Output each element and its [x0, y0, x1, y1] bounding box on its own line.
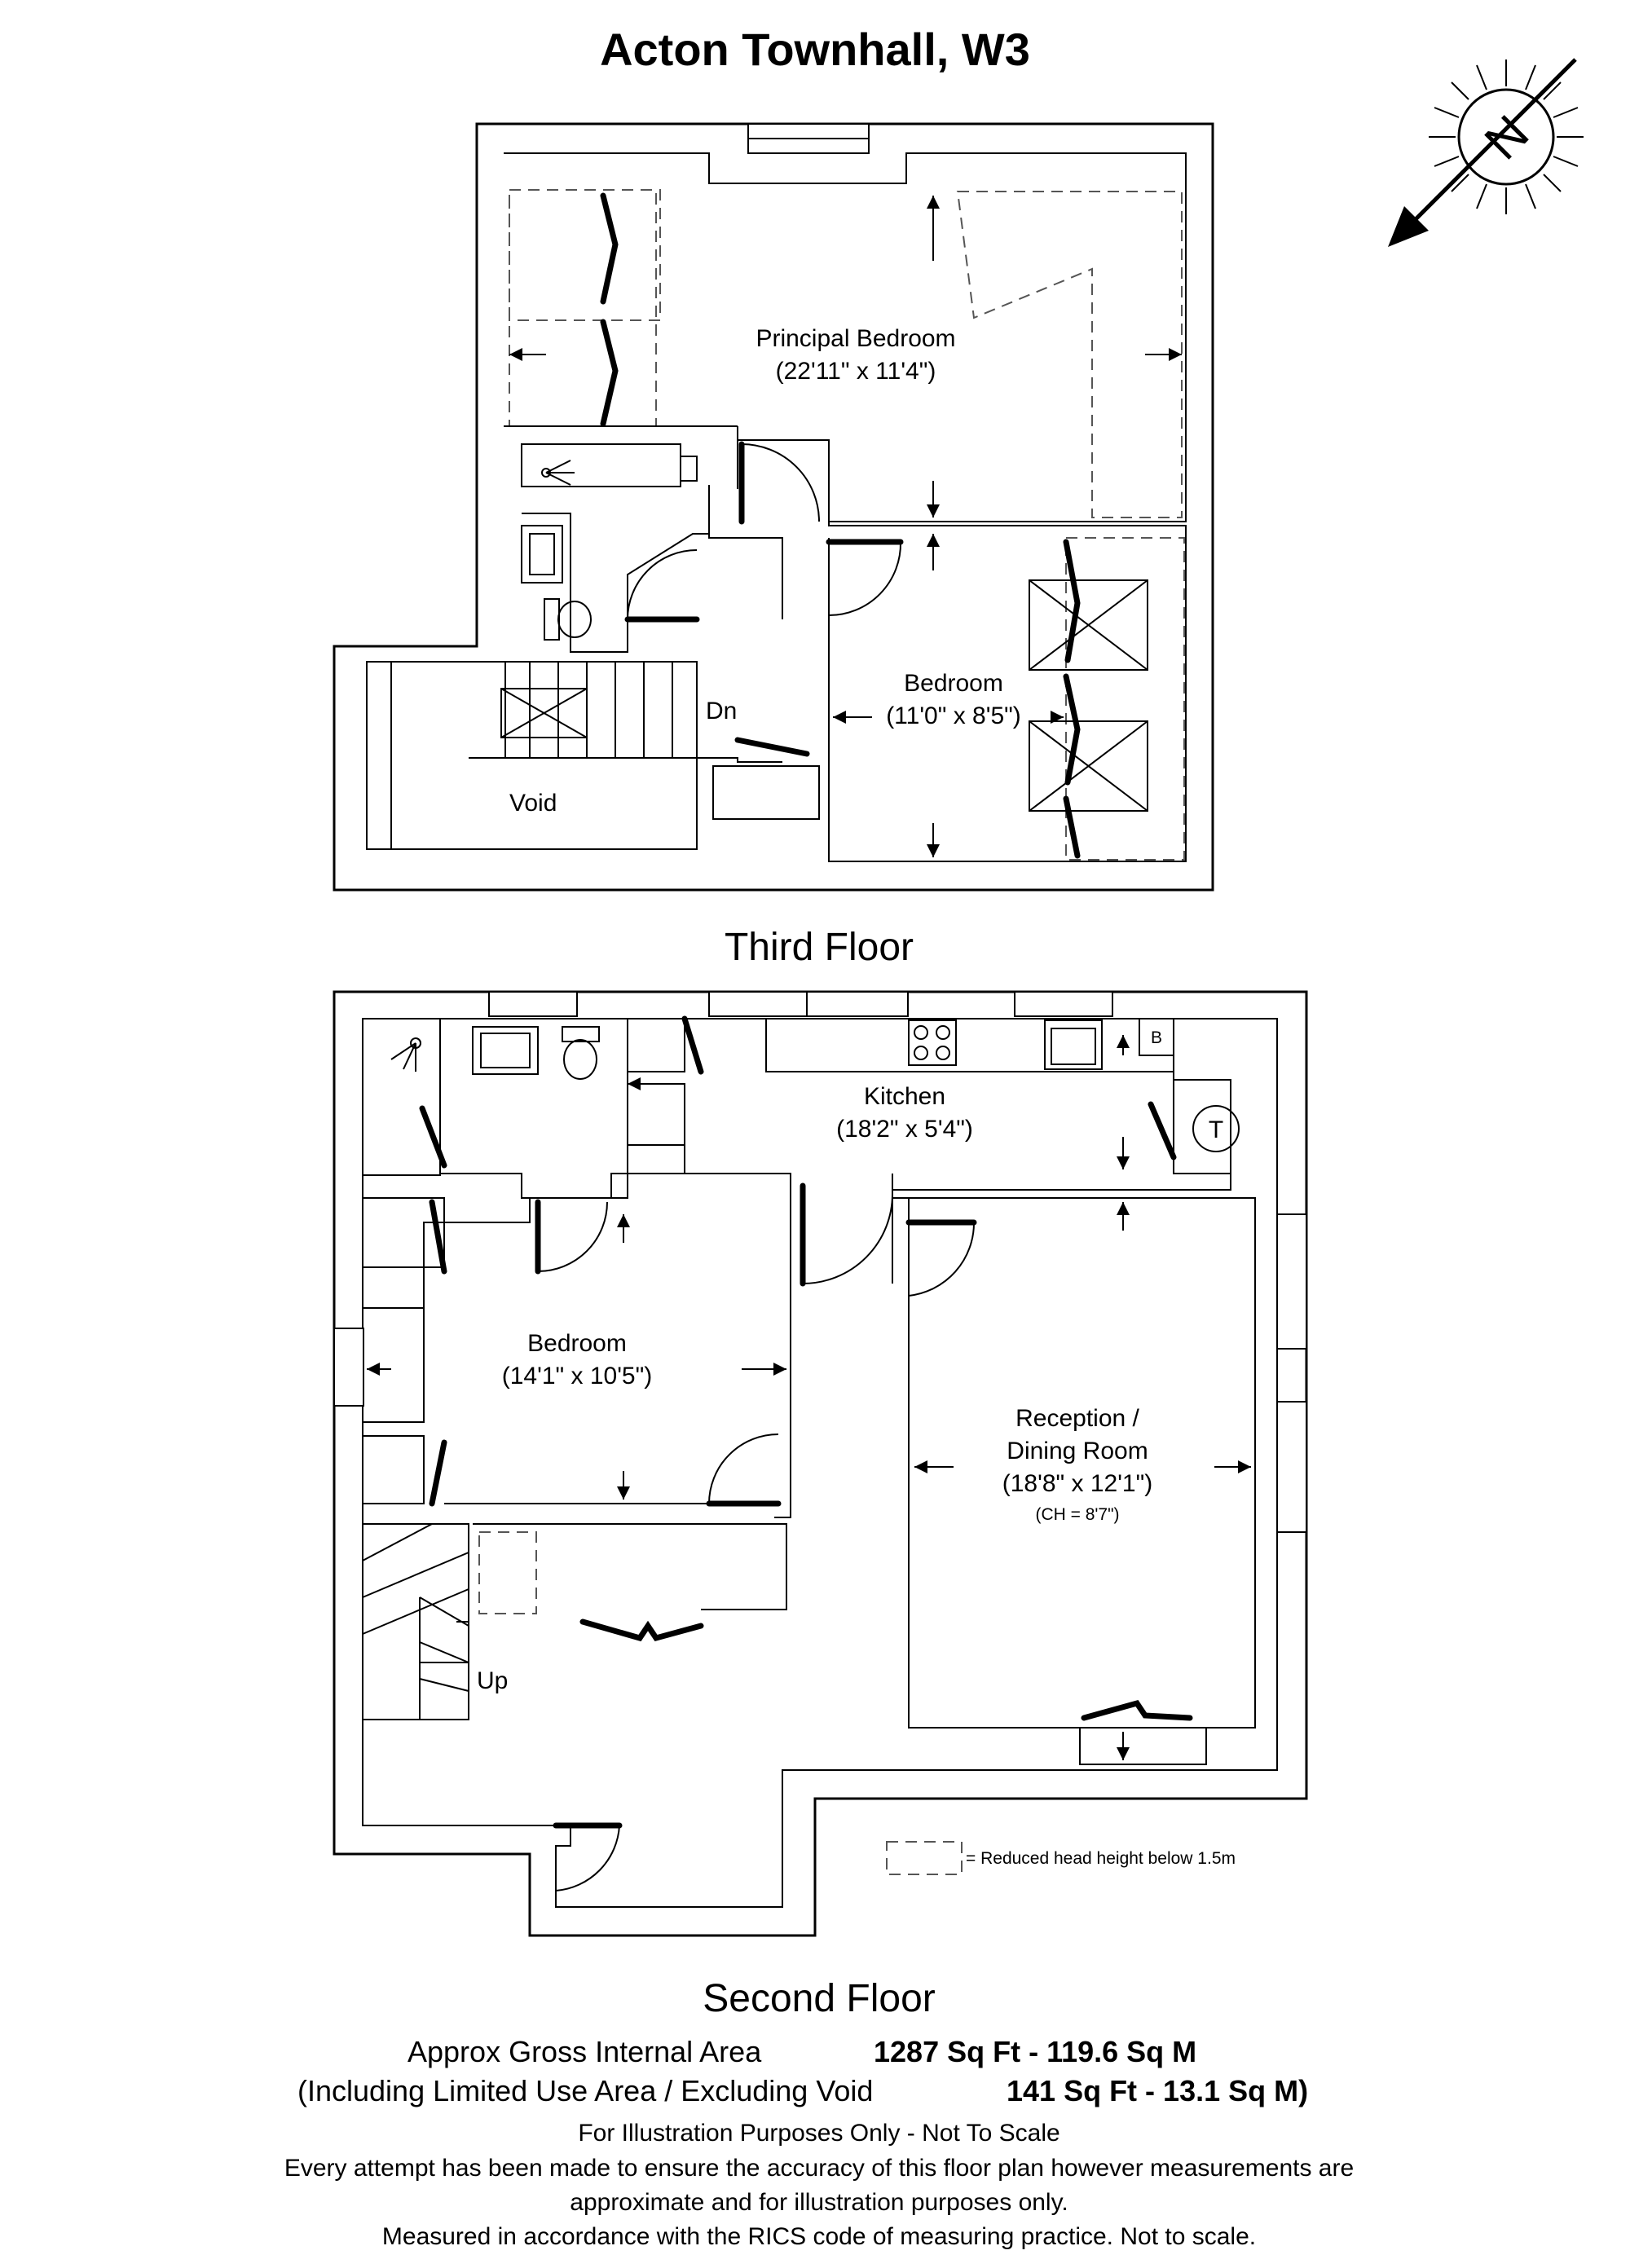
hob-icon [908, 1019, 957, 1066]
disclaimer-line2: Every attempt has been made to ensure th… [284, 2155, 1354, 2182]
third-floor-plan: Principal Bedroom (22'11" x 11'4") Bedro… [333, 122, 1214, 892]
disclaimer-line4: Measured in accordance with the RICS cod… [382, 2223, 1256, 2250]
shower-head-icon [541, 460, 575, 486]
toilet-icon-2 [562, 1026, 600, 1080]
stairs-up-label: Up [477, 1667, 508, 1694]
third-bedroom-dims: (11'0" x 8'5") [886, 702, 1021, 729]
boiler-label: B [1151, 1028, 1162, 1047]
boiler-box [1139, 1018, 1174, 1056]
disclaimer-line1: For Illustration Purposes Only - Not To … [578, 2120, 1060, 2147]
kitchen-label: Kitchen [864, 1083, 945, 1110]
second-bedroom-label: Bedroom [527, 1330, 627, 1357]
reception-dims: (18'8" x 12'1") [1002, 1470, 1153, 1497]
kitchen-dims: (18'2" x 5'4") [836, 1116, 973, 1143]
void-label: Void [509, 790, 557, 817]
disclaimer-line3: approximate and for illustration purpose… [570, 2189, 1068, 2216]
reception-label-2: Dining Room [1007, 1438, 1148, 1464]
principal-bedroom-dims: (22'11" x 11'4") [776, 358, 936, 385]
compass-letter: N [1474, 105, 1540, 170]
reception-label-1: Reception / [1015, 1405, 1139, 1432]
legend-swatch [886, 1841, 963, 1875]
second-floor-title: Second Floor [703, 1977, 936, 2020]
second-bedroom-dims: (14'1" x 10'5") [502, 1363, 653, 1389]
area-line2-label: (Including Limited Use Area / Excluding … [297, 2074, 873, 2107]
area-line2-value: 141 Sq Ft - 13.1 Sq M) [1007, 2074, 1308, 2107]
third-floor-title: Third Floor [725, 926, 914, 969]
shower-head-icon-2 [390, 1037, 421, 1072]
second-floor-plan: B T [333, 990, 1308, 1937]
kitchen-sink-icon [1044, 1019, 1103, 1070]
staircase [366, 661, 698, 850]
toilet-icon [544, 598, 592, 641]
tank-label: T [1209, 1116, 1223, 1143]
tank-icon [1192, 1105, 1240, 1152]
north-compass-icon: N [1388, 58, 1584, 247]
area-line1-value: 1287 Sq Ft - 119.6 Sq M [874, 2035, 1196, 2068]
sink-icon [521, 525, 563, 584]
reception-ceiling-height: (CH = 8'7") [1035, 1505, 1119, 1524]
staircase-up [362, 1523, 469, 1720]
principal-bedroom-label: Principal Bedroom [756, 325, 955, 352]
area-line1-label: Approx Gross Internal Area [408, 2035, 762, 2068]
sink-icon-2 [472, 1026, 539, 1075]
legend-text: = Reduced head height below 1.5m [966, 1849, 1236, 1868]
stairs-down-label: Dn [706, 698, 737, 724]
third-bedroom-label: Bedroom [904, 670, 1003, 697]
page-title: Acton Townhall, W3 [600, 24, 1030, 75]
